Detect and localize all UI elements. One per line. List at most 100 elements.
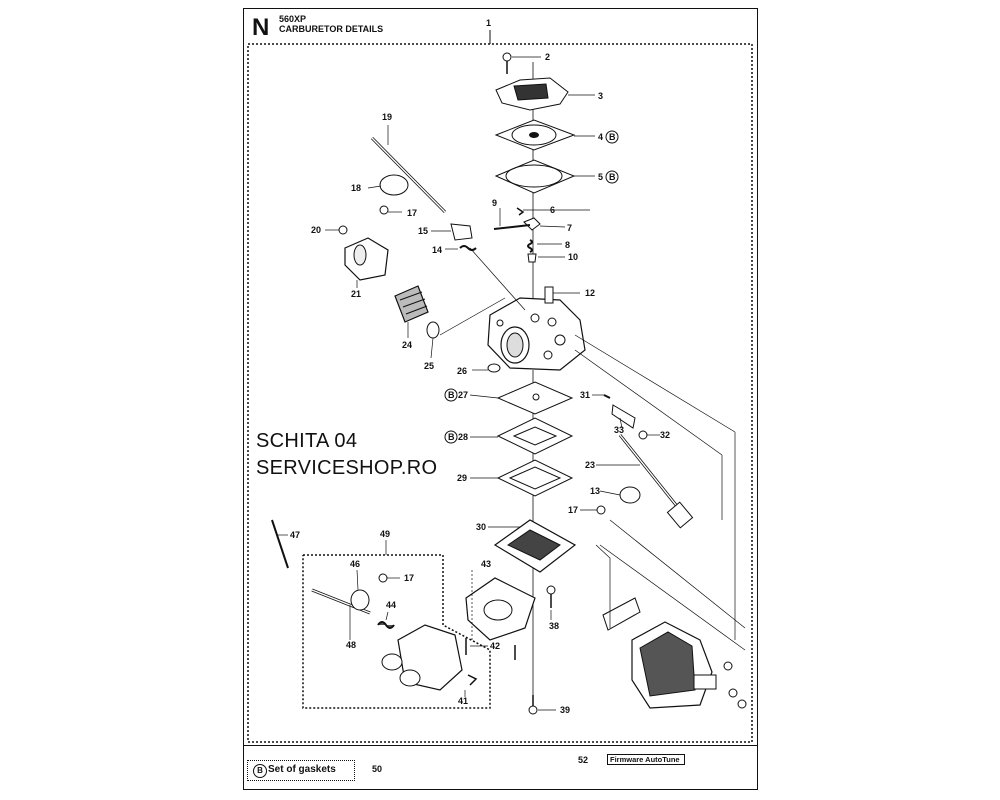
autotune-module <box>631 621 747 709</box>
footer-separator <box>243 745 758 746</box>
watermark-line-1: SCHITA 04 <box>256 430 358 452</box>
callout-29: 29 <box>457 473 467 483</box>
callout-39: 39 <box>560 705 570 715</box>
callout-2: 2 <box>545 52 550 62</box>
callout-25: 25 <box>424 361 434 371</box>
part-9-needle <box>493 208 531 230</box>
firmware-label: Firmware AutoTune <box>607 754 685 765</box>
gasket-badge-icon: B <box>605 130 619 144</box>
part-31-screw <box>592 394 611 399</box>
part-5-diaphragm <box>494 159 595 194</box>
legend-box <box>247 760 355 781</box>
part-6-lever-pin <box>516 207 590 216</box>
callout-7: 7 <box>567 223 572 233</box>
gasket-badge-letter: B <box>448 432 455 442</box>
part-25-gear <box>426 321 440 359</box>
callout-4: 4 <box>598 132 603 142</box>
part-32-screw <box>638 430 660 440</box>
callout-27: 27 <box>458 390 468 400</box>
callout-46: 46 <box>350 559 360 569</box>
callout-32: 32 <box>660 430 670 440</box>
page-frame <box>243 8 758 790</box>
callout-23: 23 <box>585 460 595 470</box>
callout-13: 13 <box>590 486 600 496</box>
model-label: 560XP <box>279 14 307 24</box>
callout-14: 14 <box>432 245 442 255</box>
part-46-valve <box>350 569 370 611</box>
callout-31: 31 <box>580 390 590 400</box>
part-42-screws <box>465 638 516 660</box>
callout-24: 24 <box>402 340 412 350</box>
part-27-gasket <box>469 381 574 415</box>
part-33-lever <box>611 404 636 429</box>
gasket-badge-letter: B <box>448 390 455 400</box>
part-38-screw <box>546 585 556 620</box>
part-13-throttle-valve <box>599 486 641 504</box>
part-44-spring <box>377 611 395 629</box>
part-8-spring <box>527 239 562 253</box>
part-10-inlet-needle <box>527 253 565 263</box>
motor-axis <box>439 297 506 336</box>
assembly-box <box>247 43 753 743</box>
callout-42: 42 <box>490 641 500 651</box>
callout-15: 15 <box>418 226 428 236</box>
part-29-diaphragm <box>470 459 574 497</box>
callout-17c: 17 <box>568 505 578 515</box>
throttle-housing-twin <box>381 624 463 691</box>
gasket-badge-icon: B <box>444 430 458 444</box>
legend-number: 50 <box>372 764 383 774</box>
callout-43: 43 <box>481 559 491 569</box>
callout-3: 3 <box>598 91 603 101</box>
watermark-line-2: SERVICESHOP.RO <box>256 457 438 479</box>
callout-30: 30 <box>476 522 486 532</box>
firmware-number: 52 <box>578 755 589 765</box>
part-24-stepper-motor <box>394 285 429 338</box>
callout-44: 44 <box>386 600 396 610</box>
callout-1: 1 <box>486 18 491 28</box>
callout-49: 49 <box>380 529 390 539</box>
callout-12: 12 <box>585 288 595 298</box>
callout-48: 48 <box>346 640 356 650</box>
part-21-bracket <box>344 237 389 288</box>
part-23-throttle-shaft <box>596 434 694 529</box>
part-4-gasket <box>494 119 595 151</box>
callout-6: 6 <box>550 205 555 215</box>
mounting-bracket <box>602 597 641 631</box>
part-39-screw <box>528 695 556 715</box>
part-17a-screw <box>379 205 402 215</box>
watermark-text: SCHITA 04 SERVICESHOP.RO <box>256 428 437 482</box>
part-17b-screw <box>378 573 400 583</box>
callout-18: 18 <box>351 183 361 193</box>
callout-21: 21 <box>351 289 361 299</box>
gasket-badge-letter: B <box>609 172 616 182</box>
part-28-gasket <box>470 417 574 455</box>
callout-26: 26 <box>457 366 467 376</box>
callout-5: 5 <box>598 172 603 182</box>
callout-41: 41 <box>458 696 468 706</box>
part-18-choke-valve <box>367 174 409 196</box>
part-30-metering-cover <box>488 519 577 573</box>
callout-47: 47 <box>290 530 300 540</box>
part-20-screw <box>325 225 348 235</box>
page-title: CARBURETOR DETAILS <box>279 24 384 34</box>
part-14-spring <box>445 245 477 251</box>
callout-28: 28 <box>458 432 468 442</box>
callout-9: 9 <box>492 198 497 208</box>
part-3-pump-cover <box>495 77 595 111</box>
part-7-needle-lever <box>523 217 566 231</box>
callout-19: 19 <box>382 112 392 122</box>
callout-8: 8 <box>565 240 570 250</box>
legend-text: Set of gaskets <box>268 764 336 775</box>
part-26-plug <box>472 363 501 373</box>
gasket-badge-icon: B <box>253 764 267 778</box>
callout-17b: 17 <box>404 573 414 583</box>
gasket-badge-icon: B <box>444 388 458 402</box>
callout-38: 38 <box>549 621 559 631</box>
part-12-fuel-fitting <box>544 286 580 304</box>
carburetor-body <box>487 297 586 371</box>
part-19-choke-shaft <box>370 125 447 214</box>
callout-33: 33 <box>614 425 624 435</box>
gasket-badge-letter: B <box>609 132 616 142</box>
